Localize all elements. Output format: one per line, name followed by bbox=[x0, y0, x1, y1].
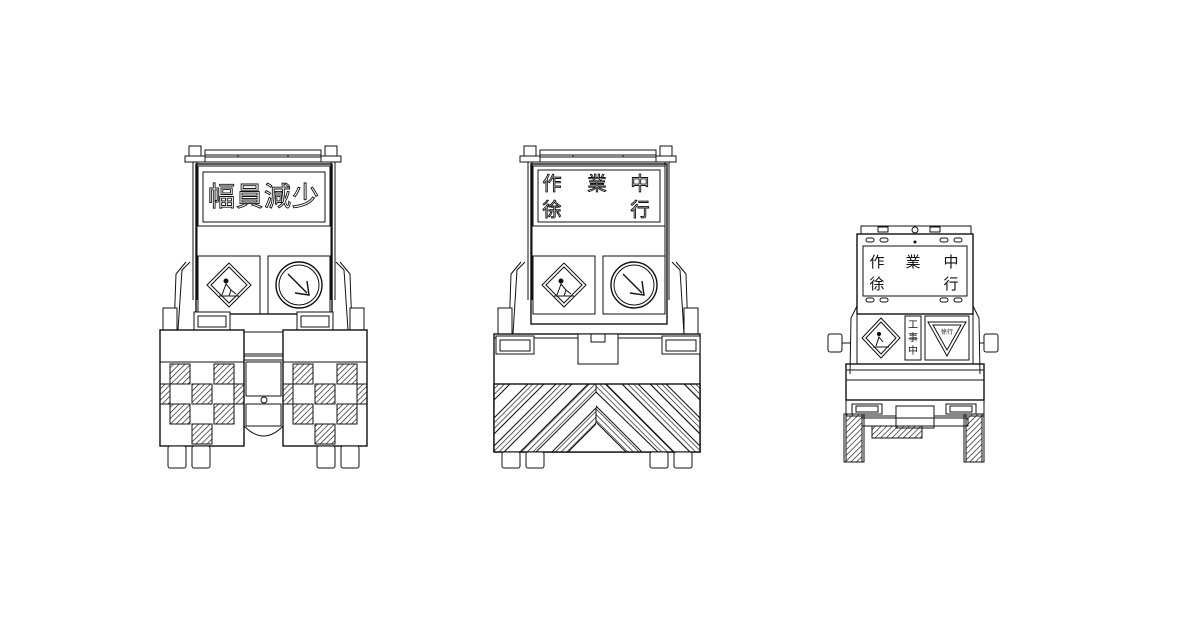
beacon-lamp-icon bbox=[655, 145, 677, 163]
sign-char: 業 bbox=[905, 253, 920, 271]
wheel-left bbox=[843, 413, 865, 463]
sign-text: 幅員減少 bbox=[208, 182, 320, 213]
lamp-row bbox=[865, 237, 963, 303]
beacon-lamp-icon bbox=[519, 145, 541, 163]
checker-panel-right bbox=[282, 363, 368, 445]
beacon-lamp-icon bbox=[184, 145, 206, 163]
truck-small-right: 作 業 中 徐 行 工 事 中 徐行 bbox=[827, 225, 999, 463]
sign-char: 行 bbox=[943, 275, 958, 293]
wheel-right bbox=[963, 413, 985, 463]
sign-char: 中 bbox=[630, 173, 649, 195]
road-work-diamond-icon bbox=[206, 262, 252, 308]
yield-triangle-icon: 徐行 bbox=[924, 315, 970, 361]
vertical-label-char: 工 bbox=[908, 320, 918, 331]
keep-left-arrow-icon bbox=[275, 261, 323, 309]
sign-text-rows: 作 業 中 徐 行 bbox=[542, 173, 650, 222]
chevron-panel bbox=[493, 383, 701, 453]
checker-panel-left bbox=[159, 363, 245, 445]
sign-char: 行 bbox=[630, 199, 649, 221]
beacon-lamp-icon bbox=[320, 145, 342, 163]
yield-label: 徐行 bbox=[941, 328, 953, 336]
vertical-label-char: 事 bbox=[908, 331, 918, 344]
sign-char: 作 bbox=[869, 253, 884, 271]
truck-center: 作 業 中 徐 行 bbox=[493, 145, 701, 469]
truck-left: 幅員減少 bbox=[159, 145, 368, 469]
sign-char: 徐 bbox=[542, 199, 561, 221]
sign-char: 徐 bbox=[869, 275, 884, 293]
vertical-label-char: 中 bbox=[908, 344, 918, 357]
sign-char: 作 bbox=[542, 173, 561, 195]
keep-left-arrow-icon bbox=[610, 261, 658, 309]
road-work-diamond-icon bbox=[861, 317, 901, 359]
road-work-diamond-icon bbox=[541, 262, 587, 308]
sign-char: 中 bbox=[943, 253, 958, 271]
sign-char: 業 bbox=[587, 173, 606, 195]
